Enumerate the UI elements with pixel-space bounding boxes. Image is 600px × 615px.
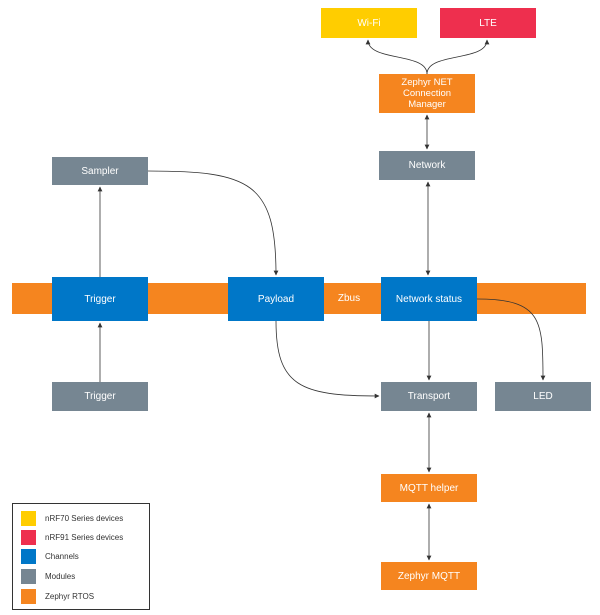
led-module-box: LED: [495, 382, 591, 411]
legend-label-zephyr: Zephyr RTOS: [45, 591, 95, 601]
network-status-label: Network status: [395, 293, 463, 305]
legend-item-modules: Modules: [21, 568, 75, 584]
wifi-label: Wi-Fi: [357, 17, 381, 29]
trigger-channel-label: Trigger: [84, 293, 116, 305]
network-module-box: Network: [379, 151, 475, 180]
connection-manager-line-1: Zephyr NET: [401, 77, 453, 88]
legend-label-nrf91: nRF91 Series devices: [45, 532, 124, 542]
transport-module-box: Transport: [381, 382, 477, 411]
legend-swatch-nrf70: [21, 510, 36, 526]
network-status-channel-box: Network status: [381, 277, 477, 321]
payload-channel-box: Payload: [228, 277, 324, 321]
trigger-channel-box: Trigger: [52, 277, 148, 321]
arrow-sampler-payload: [147, 170, 279, 276]
connection-manager-line-2: Connection: [402, 88, 452, 99]
arrow-connmgr-wifi: [365, 39, 428, 75]
legend-item-channels: Channels: [21, 548, 79, 564]
legend-label-channels: Channels: [45, 551, 79, 561]
legend-item-nrf70: nRF70 Series devices: [21, 510, 123, 526]
lte-label: LTE: [479, 17, 497, 29]
legend-label-modules: Modules: [45, 571, 76, 581]
legend-swatch-nrf91: [21, 529, 36, 545]
sampler-label: Sampler: [81, 165, 119, 177]
zephyr-mqtt-label: Zephyr MQTT: [397, 570, 461, 582]
led-label: LED: [533, 391, 553, 402]
legend-swatch-channels: [21, 548, 36, 564]
legend-label-nrf70: nRF70 Series devices: [45, 513, 124, 523]
trigger-module-box: Trigger: [52, 382, 148, 411]
legend-item-nrf91: nRF91 Series devices: [21, 529, 123, 545]
legend: nRF70 Series devices nRF91 Series device…: [12, 503, 150, 610]
mqtt-helper-box: MQTT helper: [381, 474, 477, 502]
lte-box: LTE: [440, 8, 536, 38]
legend-swatch-modules: [21, 568, 36, 584]
arrow-connmgr-lte: [426, 39, 490, 75]
connection-manager-line-3: Manager: [408, 99, 446, 110]
legend-item-zephyr: Zephyr RTOS: [21, 588, 94, 604]
payload-label: Payload: [257, 293, 295, 305]
zbus-label: Zbus: [337, 293, 361, 304]
zephyr-mqtt-box: Zephyr MQTT: [381, 562, 477, 590]
trigger-module-label: Trigger: [84, 391, 116, 402]
arrow-payload-transport: [275, 320, 380, 399]
sampler-module-box: Sampler: [52, 157, 148, 185]
connection-manager-box: Zephyr NET Connection Manager: [379, 74, 475, 113]
legend-swatch-zephyr: [21, 588, 36, 604]
arrow-netstatus-led: [476, 298, 546, 381]
transport-label: Transport: [407, 391, 451, 402]
wifi-box: Wi-Fi: [321, 8, 417, 38]
network-label: Network: [408, 160, 446, 171]
mqtt-helper-label: MQTT helper: [399, 482, 459, 494]
